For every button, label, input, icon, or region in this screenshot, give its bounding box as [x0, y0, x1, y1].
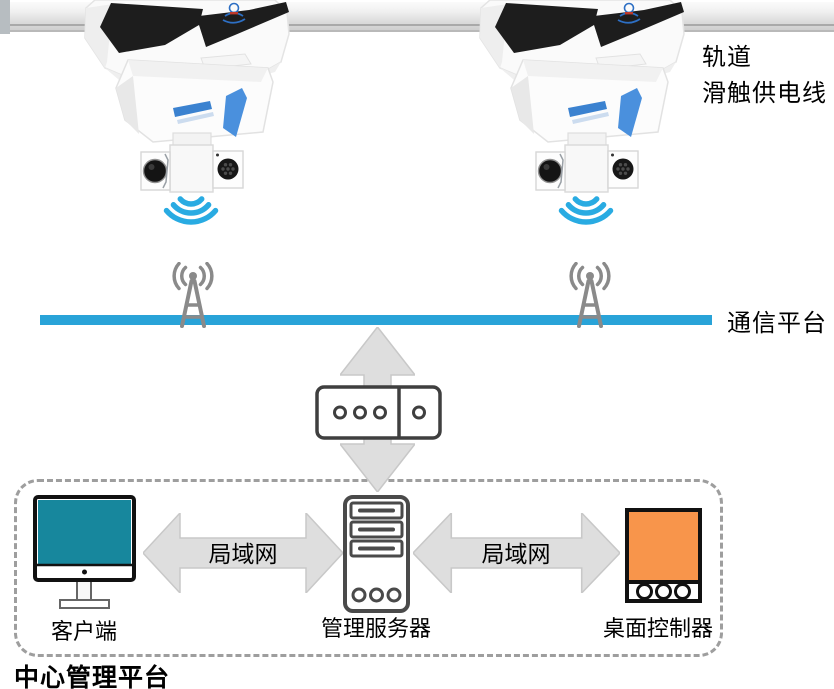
rail-power-label: 轨道 滑触供电线 — [702, 40, 827, 112]
rail-groove — [0, 24, 834, 26]
radio-tower-icon — [161, 262, 225, 334]
desktop-monitor-icon — [33, 495, 136, 609]
radio-tower-icon — [558, 262, 622, 334]
central-platform-title: 中心管理平台 — [14, 664, 171, 689]
server-tower-icon — [343, 495, 410, 613]
lan-label-left: 局域网 — [208, 541, 278, 567]
controller-label: 桌面控制器 — [602, 616, 713, 641]
rail-inspection-robot-icon — [53, 0, 333, 235]
server-label: 管理服务器 — [320, 616, 431, 641]
lan-label-right: 局域网 — [481, 541, 551, 567]
rail-end-stub — [0, 0, 10, 34]
client-label: 客户端 — [50, 619, 117, 644]
desktop-controller-icon — [625, 508, 702, 603]
communication-platform-label: 通信平台 — [727, 310, 827, 337]
rail-inspection-robot-icon — [448, 0, 728, 235]
rail-label-line2: 滑触供电线 — [702, 80, 827, 107]
rail-label-line1: 轨道 — [702, 44, 752, 71]
communication-line — [40, 315, 712, 325]
network-switch-icon — [315, 385, 442, 440]
